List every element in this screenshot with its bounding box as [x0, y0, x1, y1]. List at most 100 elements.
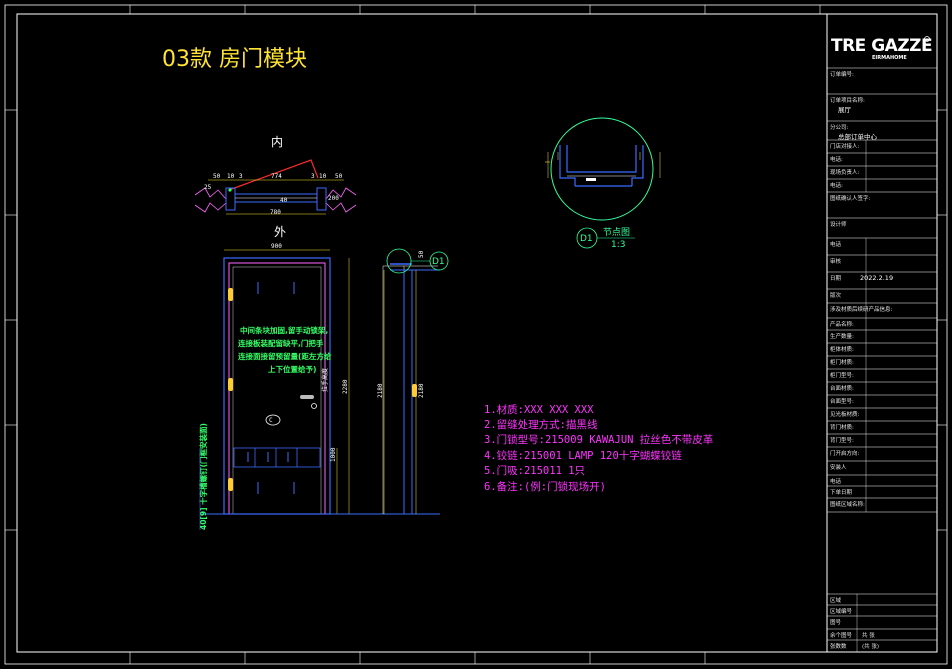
title-block-label: 柜体材质: — [830, 345, 854, 353]
plan-dim-mid: 40 — [280, 197, 288, 204]
side-dim-top: 50 — [418, 250, 425, 258]
note-6: 6.备注:(例:门锁现场开) — [484, 480, 606, 493]
detail-label: D1 — [580, 234, 593, 244]
green-note-line-3: 连接面接留预留量(距左方给 — [238, 351, 332, 361]
title-block-label: 安装人 — [830, 463, 847, 471]
title-block-label: 柜门型号: — [830, 371, 854, 379]
brand-logo-sub: EIRMAHOME — [872, 55, 907, 61]
note-4: 4.铰链:215001 LAMP 120十字蝴蝶铰链 — [484, 449, 682, 462]
title-block-row: 订单编号: — [830, 70, 854, 78]
title-block-label: 见光板材质: — [830, 410, 860, 418]
title-block-row: 涉及材质后续研产品信息: — [830, 303, 893, 318]
title-block-row: 柜门材质: — [830, 356, 867, 369]
plan-dim-3: 3 — [239, 173, 243, 180]
plan-dim-1: 50 — [213, 173, 221, 180]
title-block-row: 台面型号: — [830, 395, 867, 408]
vertical-left-note: 40[9] 十字槽螺钉(门框安装面) — [198, 423, 208, 530]
elev-width-dim: 900 — [271, 243, 282, 250]
title-block-label: 图纸确认人签字: — [830, 194, 871, 202]
title-block-bottom-label: 图号 — [830, 618, 842, 626]
title-block-bottom-label: 张数数 — [830, 642, 847, 650]
title-block-row: 图纸确认人签字: — [830, 194, 871, 202]
side-dim-b: 2180 — [418, 383, 425, 398]
plan-dim-bottom: 780 — [270, 209, 281, 216]
title-block-label: 下单日期 — [830, 488, 853, 496]
title-block-label: 日期 — [830, 275, 842, 282]
elev-lower-dim: 1000 — [330, 447, 337, 462]
brand-logo: TRE GAZZE — [831, 36, 932, 56]
title-block-row: 柜体材质: — [830, 343, 867, 356]
side-section: 2180 2180 50 D1 — [377, 248, 449, 515]
title-block-label: 分公司: — [830, 123, 849, 131]
note-1: 1.材质:XXX XXX XXX — [484, 403, 594, 416]
title-block-row: 产品名称: — [830, 318, 867, 330]
title-block-label: 背门材质: — [830, 423, 854, 431]
frame-ticks — [5, 5, 947, 664]
view-label-inside: 内 — [271, 135, 283, 149]
notes-block: 1.材质:XXX XXX XXX 2.留缝处理方式:描黑线 3.门锁型号:215… — [484, 403, 713, 493]
title-block-row: 背门型号: — [830, 434, 867, 447]
title-block-row: 门店对接人: — [830, 140, 867, 153]
title-block-label: 产品名称: — [830, 320, 854, 328]
plan-dim-7: 50 — [335, 173, 343, 180]
detail-scale: 1:3 — [611, 240, 625, 250]
plan-dim-5: 3 — [311, 173, 315, 180]
title-block-bottom-row: 图号 — [830, 616, 858, 629]
title-block-bottom-label: 区域编号 — [830, 607, 853, 615]
title-block-bottom-label: 余个图号 — [830, 631, 853, 639]
plan-dim-6: 10 — [319, 173, 327, 180]
title-block-bottom-row: 区域编号 — [830, 605, 858, 616]
title-block-row: 生产数量: — [830, 330, 867, 343]
note-3: 3.门锁型号:215009 KAWAJUN 拉丝色不带皮革 — [484, 433, 713, 446]
plan-dim-2: 10 — [227, 173, 235, 180]
elev-height-dim: 2280 — [342, 379, 349, 394]
title-block-label: 电话 — [830, 240, 842, 248]
title-block-label: 审核 — [830, 257, 842, 265]
plan-view: 50 10 3 774 3 10 50 25 40 200 780 — [194, 159, 357, 216]
title-block-bottom-value: 共 张 — [862, 631, 875, 639]
detail-d1: D1 节点图 1:3 — [545, 117, 661, 250]
title-block-row: 电话 — [830, 475, 867, 486]
inner-frame — [16, 13, 938, 653]
title-block-bottom-label: 区域 — [830, 596, 842, 604]
title-block-row: 图纸区域名称: — [830, 498, 867, 512]
title-block-bottom-row: 张数数(共 张) — [830, 640, 879, 652]
title-block-row: 审核 — [830, 255, 867, 272]
note-5: 5.门吸:215011 1只 — [484, 464, 585, 477]
outer-frame — [4, 4, 948, 665]
detail-callout-label: D1 — [432, 257, 445, 267]
title-block-row: 见光板材质: — [830, 408, 867, 421]
title-block-row: 安装人 — [830, 461, 867, 475]
side-dim-a: 2180 — [377, 383, 384, 398]
title-block-row: 台面材质: — [830, 382, 867, 395]
title-block-label: 设计师 — [830, 220, 847, 228]
title-block-label: 订单项目名称: — [830, 96, 865, 104]
title-block-row: 设计师 — [830, 220, 847, 228]
drawing-title: 03款 房门模块 — [162, 47, 307, 72]
note-2: 2.留缝处理方式:描黑线 — [484, 418, 598, 431]
elevation-view: 900 C 中间条块加固,留手动锁架, 连接板装配留缺平,门把手 连接面接留预留… — [198, 243, 440, 530]
title-block-label: 台面型号: — [830, 397, 854, 405]
svg-text:C: C — [269, 417, 273, 424]
title-block-row: 门开启方向: — [830, 447, 867, 461]
title-block-label: 现场负责人: — [830, 168, 860, 176]
title-block-value: 展厅 — [838, 106, 852, 114]
title-block-bottom-row: 区域 — [830, 594, 858, 605]
plan-dim-right: 200 — [328, 195, 339, 202]
title-block: TRE GAZZE EIRMAHOME 订单编号:订单项目名称:展厅分公司:总部… — [826, 14, 937, 653]
title-block-row: 现场负责人: — [830, 166, 867, 179]
handle-height-label: 拉手高度 — [321, 368, 329, 392]
title-block-label: 电话 — [830, 477, 842, 485]
title-block-label: 电话: — [830, 181, 843, 189]
plan-dim-4: 774 — [271, 173, 282, 180]
title-block-label: 图纸区域名称: — [830, 500, 865, 508]
title-block-label: 台面材质: — [830, 384, 854, 392]
green-note-line-1: 中间条块加固,留手动锁架, — [240, 325, 328, 335]
detail-title: 节点图 — [603, 227, 630, 238]
green-note-line-4: 上下位置给予) — [268, 364, 316, 374]
title-block-label: 涉及材质后续研产品信息: — [830, 305, 893, 313]
green-note-line-2: 连接板装配留缺平,门把手 — [238, 338, 324, 348]
view-label-outside: 外 — [274, 225, 286, 239]
